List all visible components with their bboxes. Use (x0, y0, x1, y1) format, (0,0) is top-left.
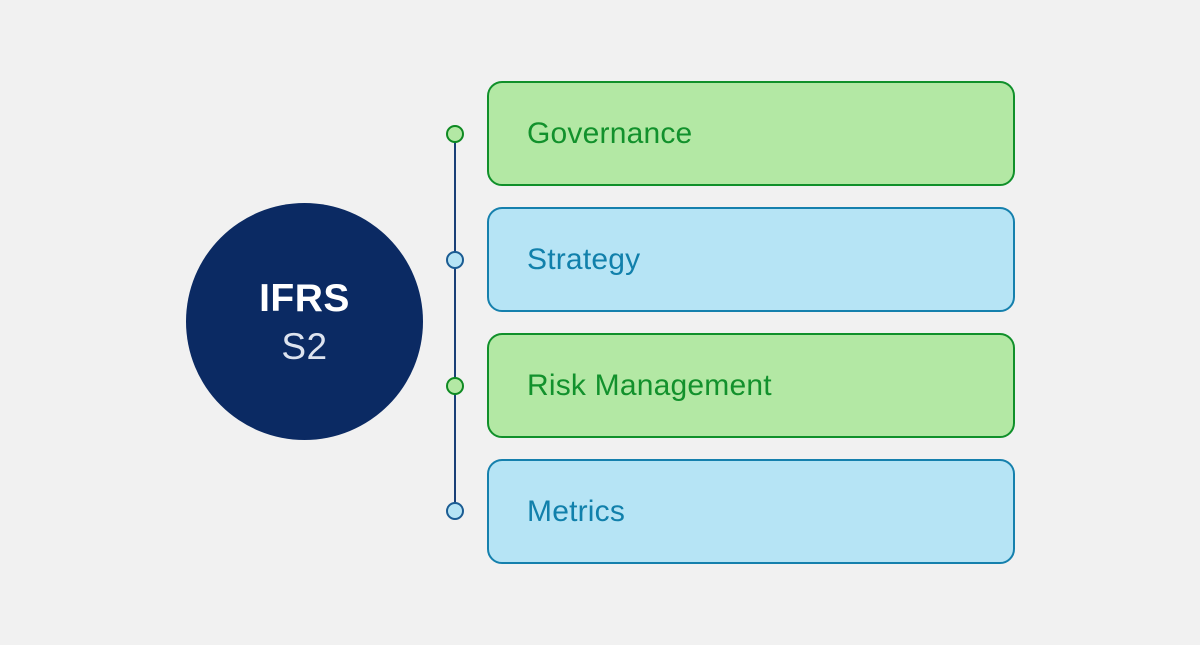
pillar-label-risk-management: Risk Management (527, 368, 772, 402)
pillar-box-governance[interactable]: Governance (487, 81, 1015, 186)
ifrs-s2-hub-circle: IFRS S2 (186, 203, 423, 440)
connector-dot-governance (446, 125, 464, 143)
pillar-label-governance: Governance (527, 116, 693, 150)
pillar-label-metrics: Metrics (527, 494, 626, 528)
pillar-box-risk-management[interactable]: Risk Management (487, 333, 1015, 438)
connector-dot-risk-management (446, 377, 464, 395)
connector-spine-line (454, 134, 456, 511)
connector-dot-metrics (446, 502, 464, 520)
pillar-box-metrics[interactable]: Metrics (487, 459, 1015, 564)
pillar-box-strategy[interactable]: Strategy (487, 207, 1015, 312)
hub-title-primary: IFRS (259, 276, 350, 320)
pillar-label-strategy: Strategy (527, 242, 641, 276)
connector-dot-strategy (446, 251, 464, 269)
hub-title-secondary: S2 (281, 325, 328, 367)
